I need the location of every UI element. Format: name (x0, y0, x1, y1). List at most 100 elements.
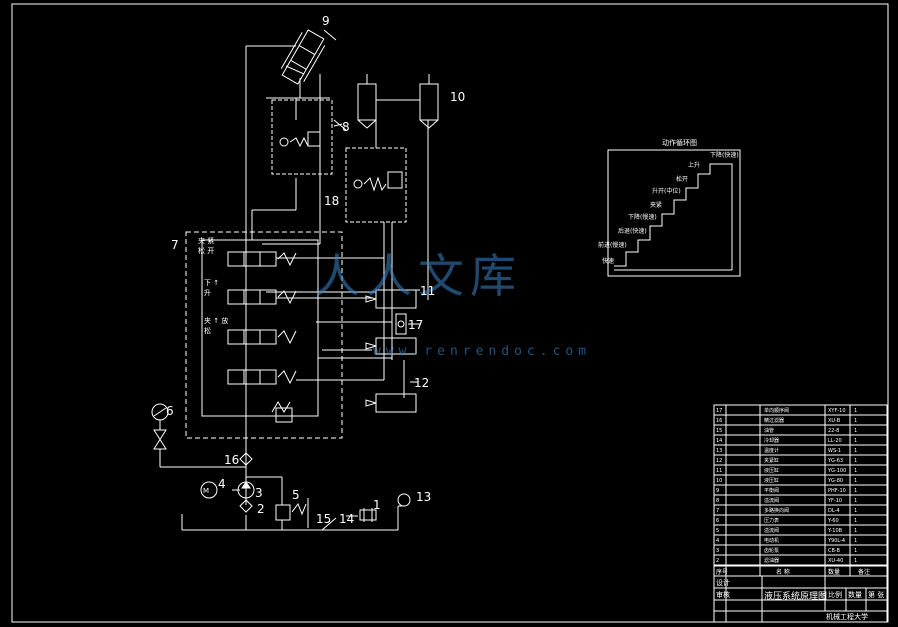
row-code: XU-40 (828, 558, 844, 564)
stair-step-label: 快速 (602, 258, 615, 265)
checker-label: 审核 (716, 591, 730, 599)
label-13: 13 (416, 490, 432, 504)
row-code: 22-8 (828, 428, 840, 434)
label-4: 4 (218, 477, 226, 491)
valve-note-3: 夹 ↑ 放 松 (204, 317, 229, 335)
row-name: 单向顺序阀 (764, 408, 790, 414)
row-code: CB-B (828, 548, 840, 554)
label-5: 5 (292, 488, 300, 502)
row-code: Y90L-4 (828, 538, 846, 544)
balance-valve-9 (280, 29, 337, 85)
row-name: 电动机 (764, 538, 780, 544)
label-3: 3 (255, 486, 263, 500)
svg-text:M: M (203, 487, 209, 495)
row-name: 滤油器 (764, 558, 780, 564)
stair-step-label: 升开(中位) (652, 188, 681, 195)
filter-16 (239, 452, 253, 466)
pressure-gauge-6 (151, 403, 169, 450)
row-qty: 1 (854, 538, 858, 544)
multi-way-valve-7 (185, 231, 343, 439)
row-code: YF-10 (828, 498, 843, 504)
row-code: YG-63 (828, 458, 844, 464)
label-7: 7 (171, 238, 179, 252)
label-10: 10 (450, 90, 466, 104)
row-name: 溢流阀 (764, 528, 780, 534)
row-no: 17 (716, 408, 723, 414)
label-15: 15 (316, 512, 332, 526)
row-no: 13 (716, 448, 723, 454)
row-no: 9 (716, 488, 720, 494)
row-code: XU-B (828, 418, 841, 424)
label-16: 16 (224, 453, 240, 467)
valve-note-1: 夹 紧 松 开 (198, 237, 215, 255)
row-name: 溢流阀 (764, 498, 780, 504)
label-6: 6 (166, 404, 174, 418)
leader-lines (333, 123, 420, 517)
row-qty: 1 (854, 418, 858, 424)
label-14: 14 (339, 512, 355, 526)
title-block (713, 404, 888, 623)
label-1: 1 (373, 498, 381, 512)
pump-3 (237, 481, 255, 499)
table-row: 2 滤油器 XU-40 1 (714, 555, 887, 567)
stair-step-label: 下降(快速) (710, 152, 739, 159)
row-qty: 1 (854, 558, 858, 564)
row-no: 15 (716, 428, 723, 434)
cylinder-17 (365, 337, 417, 355)
thermometer-13 (397, 493, 411, 507)
designer-label: 设计 (716, 579, 730, 587)
row-name: 夹紧缸 (764, 458, 780, 464)
motor-4: M (200, 481, 218, 499)
label-18: 18 (324, 194, 340, 208)
qty-label: 数量 (848, 591, 862, 599)
table-row: 15 油管 22-8 1 (714, 425, 887, 437)
label-8: 8 (342, 120, 350, 134)
row-qty: 1 (854, 428, 858, 434)
label-11: 11 (420, 284, 436, 298)
row-qty: 1 (854, 508, 858, 514)
row-no: 6 (716, 518, 720, 524)
valve-note-2: 下 ↑ 升 (204, 279, 220, 297)
valve-18 (345, 147, 407, 223)
table-row: 12 夹紧缸 YG-63 1 (714, 455, 887, 467)
row-no: 5 (716, 528, 720, 534)
row-name: 压力表 (764, 518, 780, 524)
row-no: 14 (716, 438, 723, 444)
row-name: 齿轮泵 (764, 548, 780, 554)
row-no: 16 (716, 418, 723, 424)
row-code: XYF-10 (828, 408, 846, 414)
filter-2 (239, 499, 253, 513)
sequence-valve-17 (395, 313, 407, 335)
stair-step-label: 松开 (676, 176, 689, 183)
row-no: 8 (716, 498, 720, 504)
row-no: 3 (716, 548, 720, 554)
label-2: 2 (257, 502, 265, 516)
stair-step-label: 上升 (688, 162, 701, 169)
header-no: 序号 (716, 569, 729, 576)
sheet-label: 第 张 (868, 591, 885, 599)
relief-valve-5 (275, 502, 307, 521)
row-no: 2 (716, 558, 720, 564)
row-qty: 1 (854, 478, 858, 484)
header-name: 名 称 (776, 569, 790, 576)
watermark-url: www.renrendoc.com (373, 344, 592, 359)
row-qty: 1 (854, 458, 858, 464)
row-no: 11 (716, 468, 723, 474)
row-name: 油管 (764, 428, 775, 434)
cooler-14 (359, 508, 377, 522)
stair-step-label: 后退(快速) (618, 228, 647, 235)
drawing-border (11, 3, 889, 623)
row-name: 多路换向阀 (764, 508, 790, 514)
row-no: 12 (716, 458, 723, 464)
row-qty: 1 (854, 468, 858, 474)
row-no: 4 (716, 538, 720, 544)
cylinders-10 (357, 74, 439, 129)
